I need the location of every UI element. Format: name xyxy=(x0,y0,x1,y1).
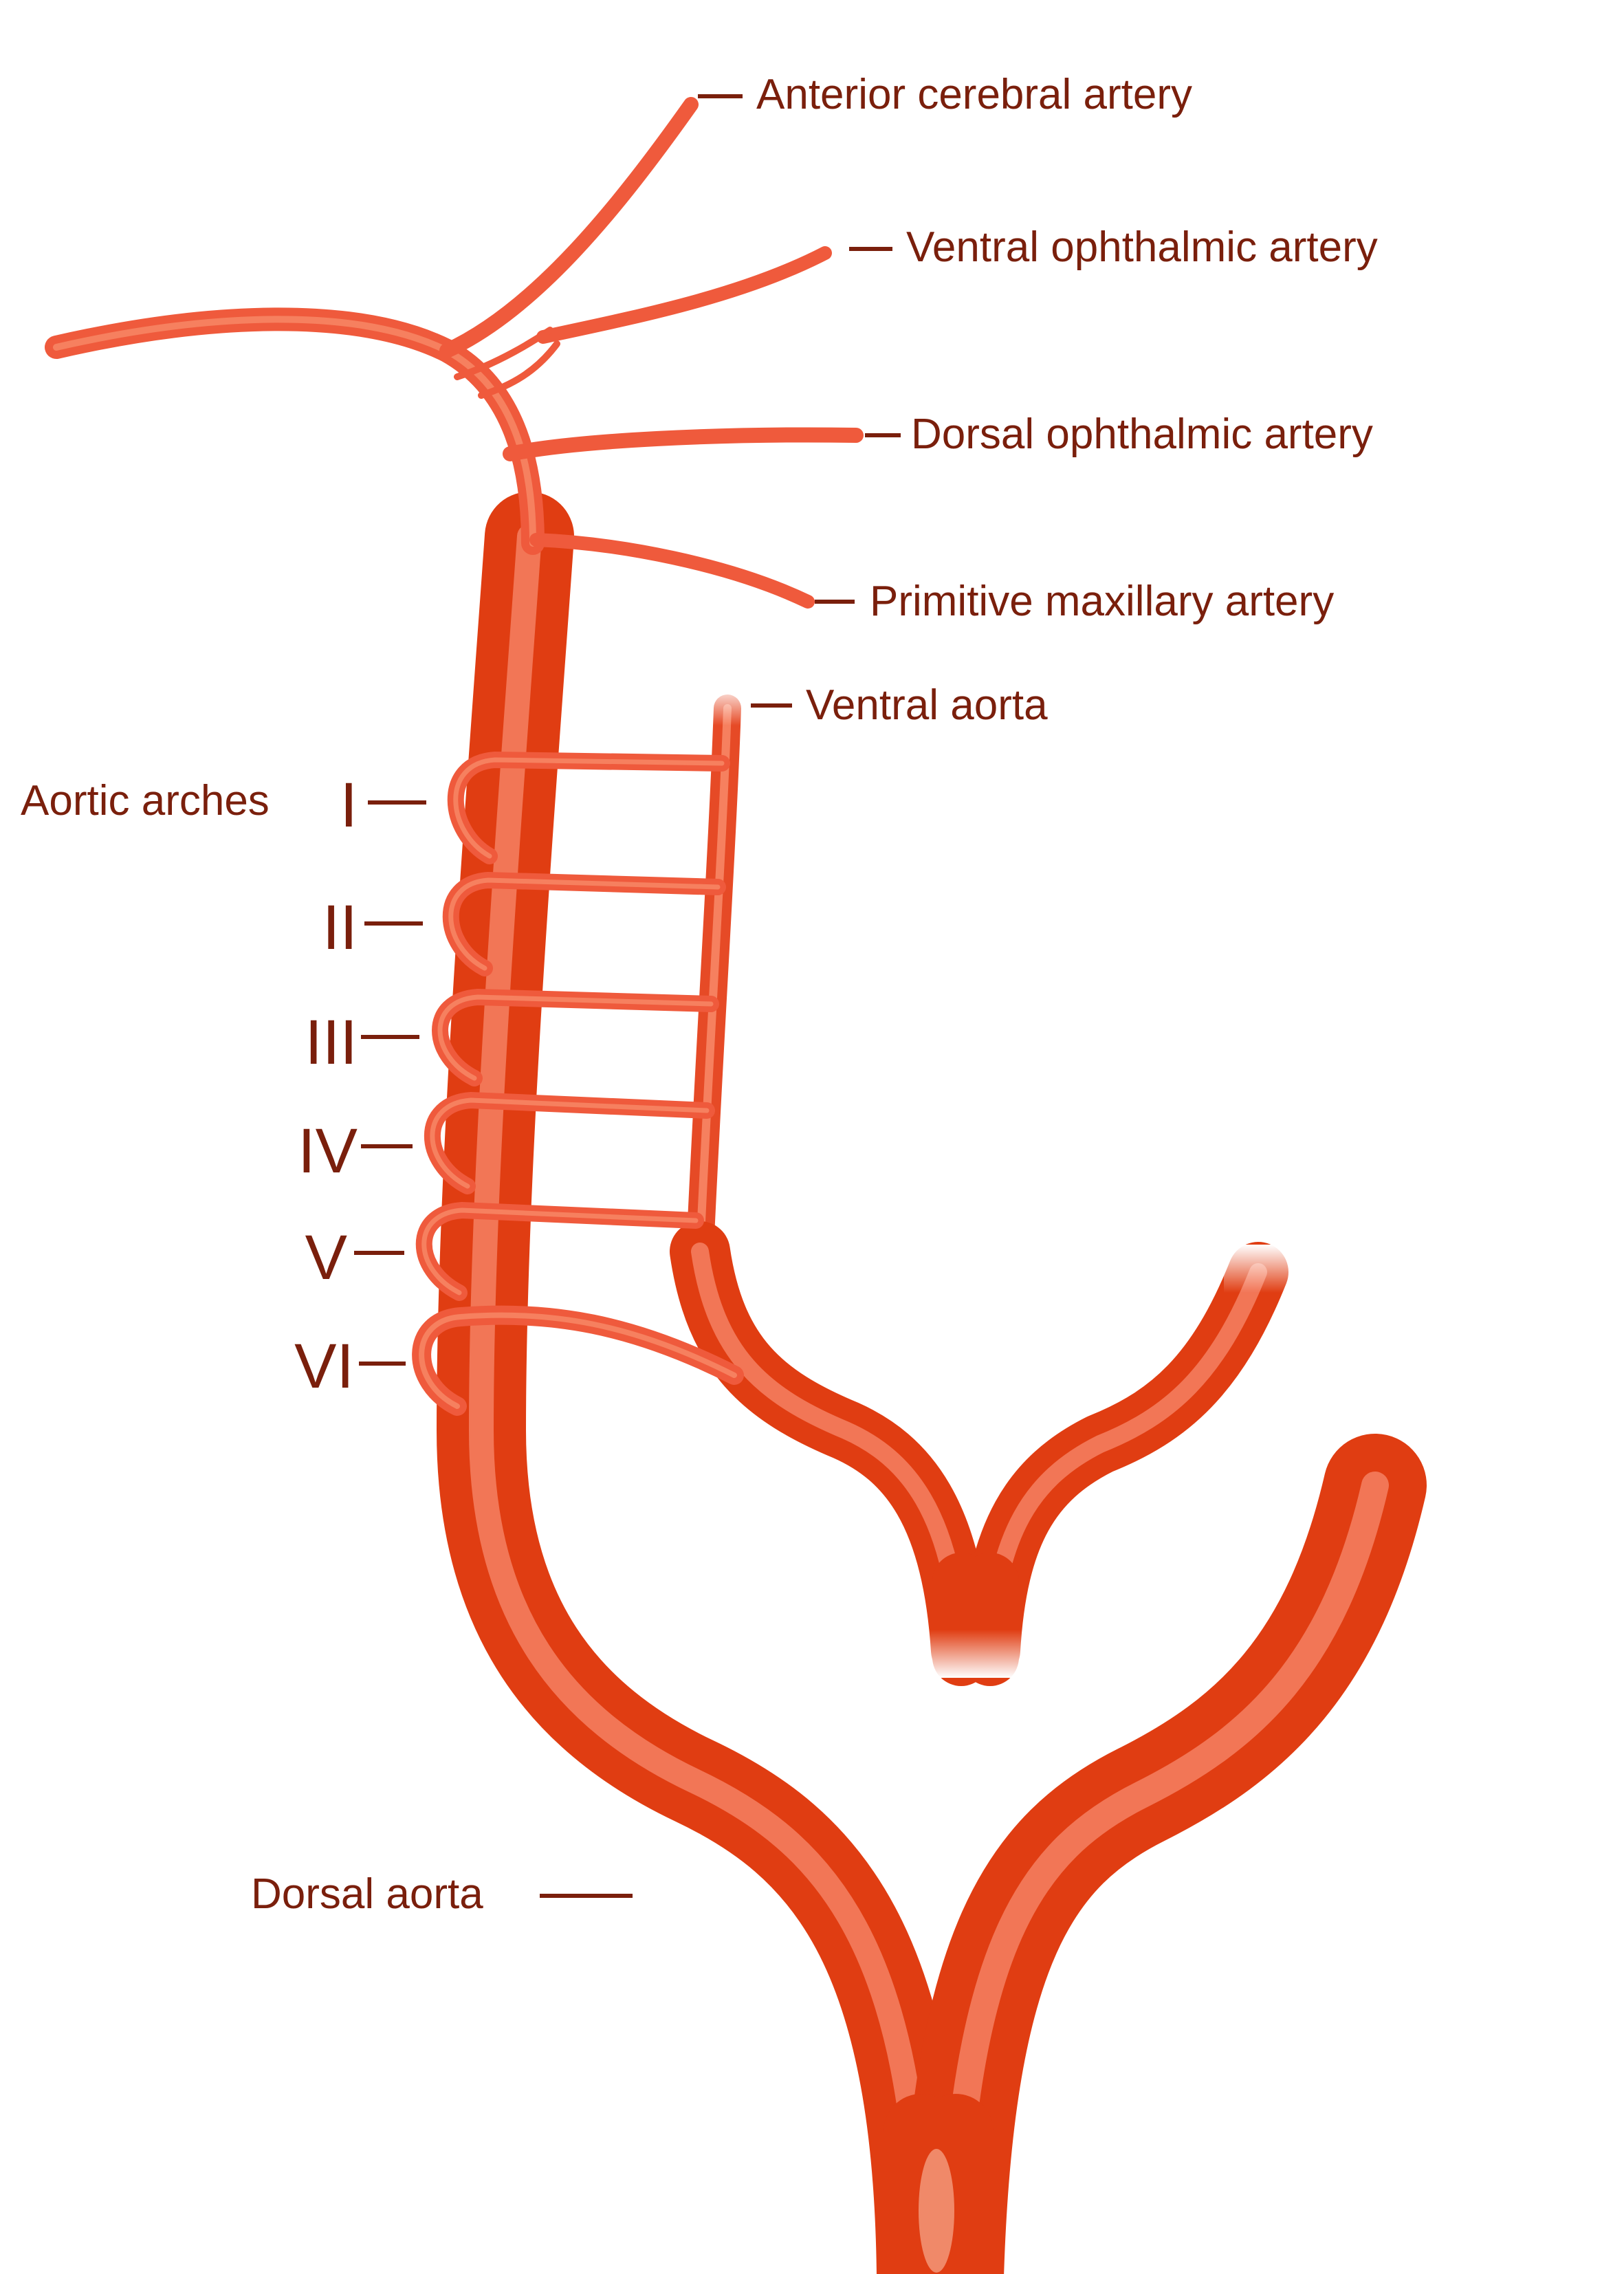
arch-numeral-III: III xyxy=(305,1007,358,1078)
label-aortic-arches-text: Aortic arches xyxy=(21,777,270,824)
label-dorsal-ophthalmic: Dorsal ophthalmic artery xyxy=(865,411,1373,458)
arch-numeral-IV: IV xyxy=(298,1116,358,1186)
label-ventral-ophthalmic-text: Ventral ophthalmic artery xyxy=(906,223,1378,271)
arch-numeral-V: V xyxy=(305,1223,347,1293)
aortic-arch-IV-vessel xyxy=(424,1092,715,1194)
arch-label-II: II xyxy=(322,893,423,963)
arch-numerals: I II III IV V VI xyxy=(294,770,426,1401)
label-ventral-aorta-text: Ventral aorta xyxy=(806,681,1048,729)
label-dorsal-aorta: Dorsal aorta xyxy=(251,1870,633,1918)
label-ventral-aorta: Ventral aorta xyxy=(751,681,1048,729)
aortic-arch-V-vessel xyxy=(415,1202,704,1301)
aortic-arch-II-vessel xyxy=(442,872,726,976)
label-dorsal-ophthalmic-text: Dorsal ophthalmic artery xyxy=(911,411,1373,458)
label-anterior-cerebral-text: Anterior cerebral artery xyxy=(756,71,1192,118)
arch-label-III: III xyxy=(305,1007,419,1078)
cranial-vessels xyxy=(45,97,864,609)
vessels xyxy=(45,97,1427,2274)
label-ventral-ophthalmic: Ventral ophthalmic artery xyxy=(849,223,1378,271)
aortic-arch-VI-vessel xyxy=(412,1305,744,1416)
dorsal-aorta-vessel xyxy=(437,492,1427,2274)
arch-numeral-II: II xyxy=(322,893,358,963)
arch-label-VI: VI xyxy=(294,1331,406,1401)
arch-numeral-VI: VI xyxy=(294,1331,354,1401)
label-aortic-arches: Aortic arches xyxy=(21,777,270,824)
aortic-arch-III-vessel xyxy=(432,989,719,1086)
label-dorsal-aorta-text: Dorsal aorta xyxy=(251,1870,483,1918)
ventral-aorta-vessel xyxy=(670,684,1306,1686)
label-primitive-maxillary: Primitive maxillary artery xyxy=(815,578,1334,625)
arch-numeral-I: I xyxy=(340,770,358,840)
aortic-arch-I-vessel xyxy=(447,752,730,864)
label-anterior-cerebral: Anterior cerebral artery xyxy=(698,71,1192,118)
arch-label-V: V xyxy=(305,1223,404,1293)
arch-label-IV: IV xyxy=(298,1116,413,1186)
arch-label-I: I xyxy=(340,770,426,840)
label-primitive-maxillary-text: Primitive maxillary artery xyxy=(870,578,1334,625)
aortic-arch-loops xyxy=(412,752,744,1416)
